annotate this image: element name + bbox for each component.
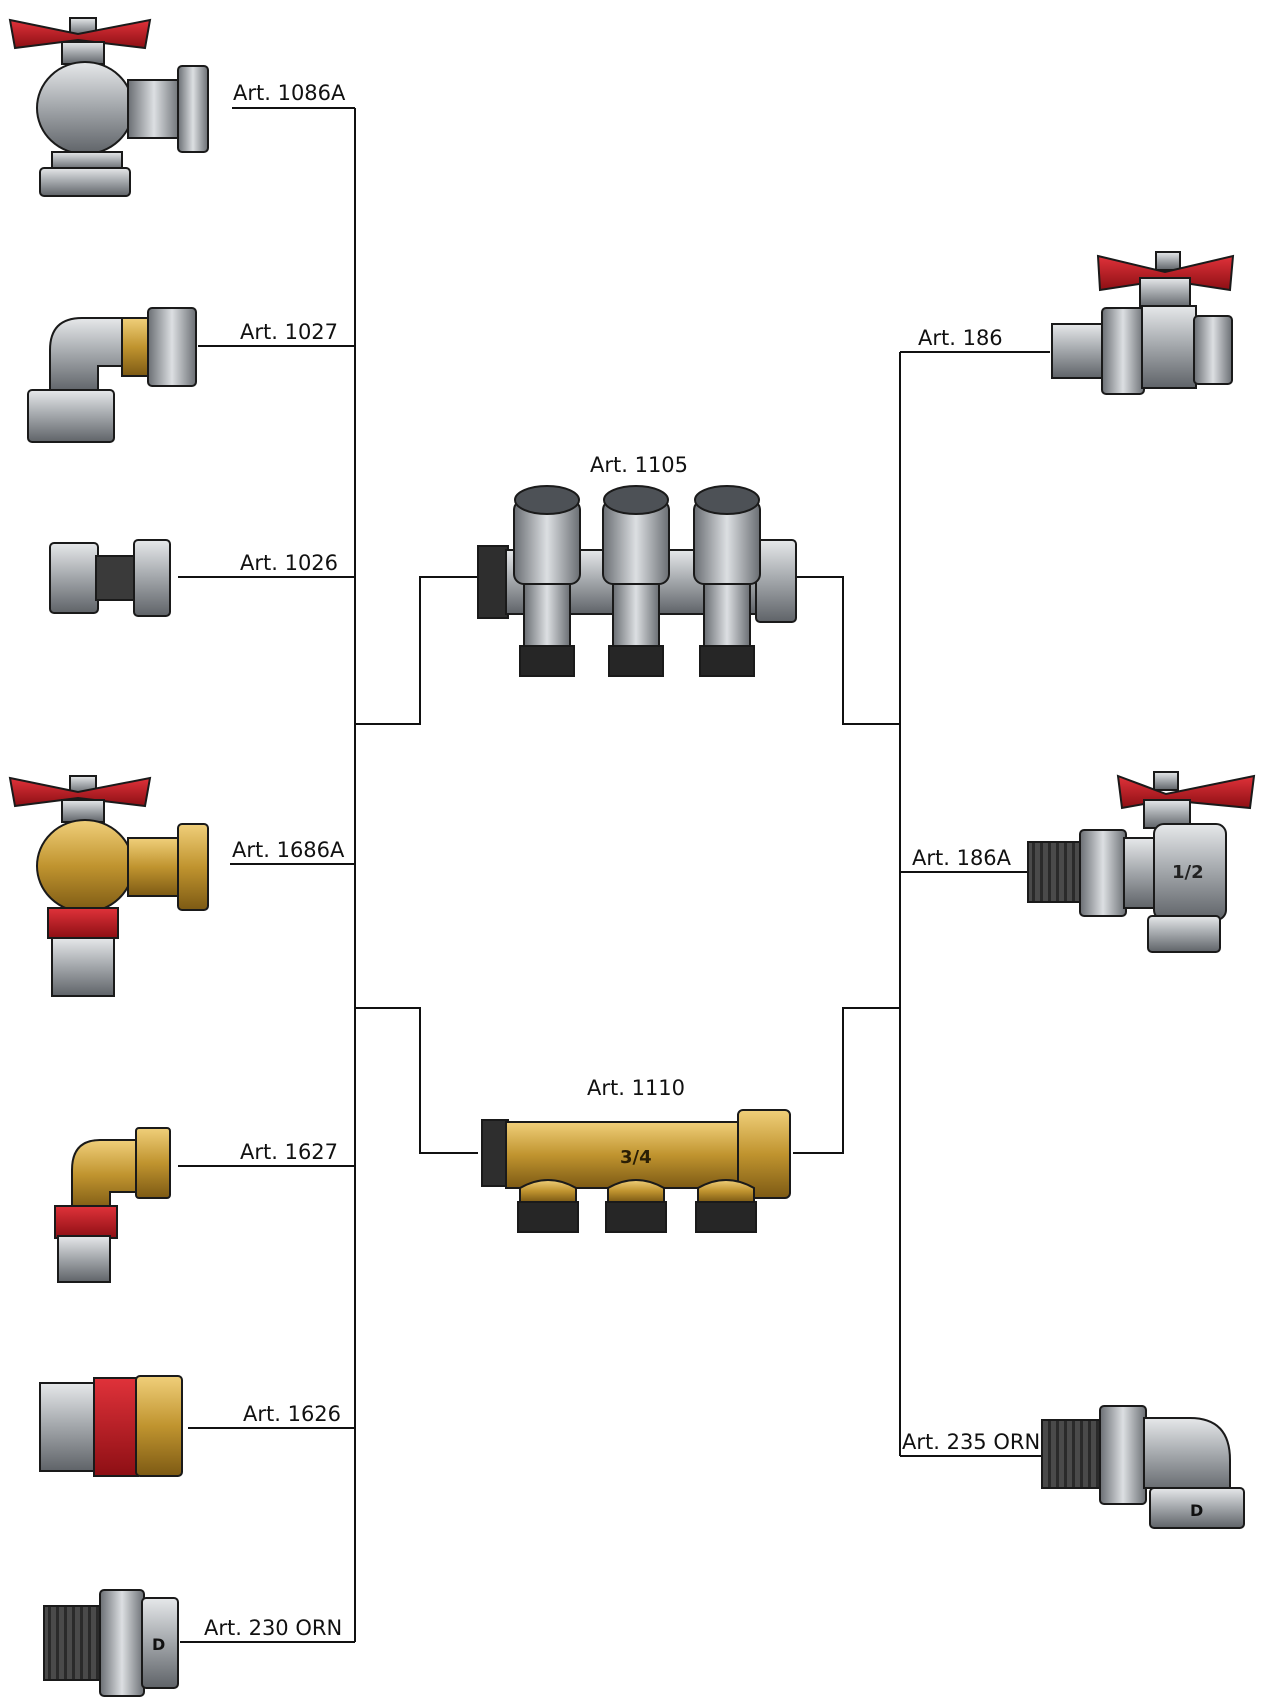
fitting-art-235-orn: D xyxy=(1042,1406,1244,1528)
art-230-marking: D xyxy=(152,1635,165,1654)
fitting-art-1027 xyxy=(28,308,196,442)
label-art-1110: Art. 1110 xyxy=(587,1076,685,1100)
label-art-1086a: Art. 1086A xyxy=(233,81,346,105)
fitting-art-186a: 1/2 xyxy=(1028,772,1254,952)
link-right-1105 xyxy=(796,577,900,724)
manifold-1110-outlet-3 xyxy=(696,1180,756,1232)
manifold-1105-valve-1 xyxy=(514,486,580,676)
fitting-art-1026 xyxy=(50,540,170,616)
fitting-art-1686a xyxy=(10,776,208,996)
manifold-1110-outlet-1 xyxy=(518,1180,578,1232)
label-art-1626: Art. 1626 xyxy=(243,1402,341,1426)
label-art-235-orn: Art. 235 ORN xyxy=(902,1430,1040,1454)
manifold-art-1105 xyxy=(478,486,796,676)
art-235-marking: D xyxy=(1190,1501,1203,1520)
art-186a-size-marking: 1/2 xyxy=(1172,862,1204,883)
manifold-1105-valve-3 xyxy=(694,486,760,676)
label-art-1027: Art. 1027 xyxy=(240,320,338,344)
link-left-1110 xyxy=(355,1008,478,1153)
manifold-1110-outlet-2 xyxy=(606,1180,666,1232)
label-art-1627: Art. 1627 xyxy=(240,1140,338,1164)
manifold-1105-valve-2 xyxy=(603,486,669,676)
label-art-1026: Art. 1026 xyxy=(240,551,338,575)
fitting-art-186 xyxy=(1052,252,1233,394)
label-art-186a: Art. 186A xyxy=(912,846,1012,870)
link-left-1105 xyxy=(355,577,478,724)
fitting-art-1627 xyxy=(55,1128,170,1282)
label-art-186: Art. 186 xyxy=(918,326,1003,350)
fitting-art-230-orn: D xyxy=(44,1590,178,1696)
label-art-1686a: Art. 1686A xyxy=(232,838,345,862)
labels: Art. 1086A Art. 1027 Art. 1026 Art. 1686… xyxy=(204,81,1040,1640)
label-art-230-orn: Art. 230 ORN xyxy=(204,1616,342,1640)
fitting-art-1086a xyxy=(10,18,208,196)
link-right-1110 xyxy=(793,1008,900,1153)
fitting-art-1626 xyxy=(40,1376,182,1476)
art-1110-size-marking: 3/4 xyxy=(620,1147,652,1168)
manifold-art-1110: 3/4 xyxy=(482,1110,790,1232)
label-art-1105: Art. 1105 xyxy=(590,453,688,477)
